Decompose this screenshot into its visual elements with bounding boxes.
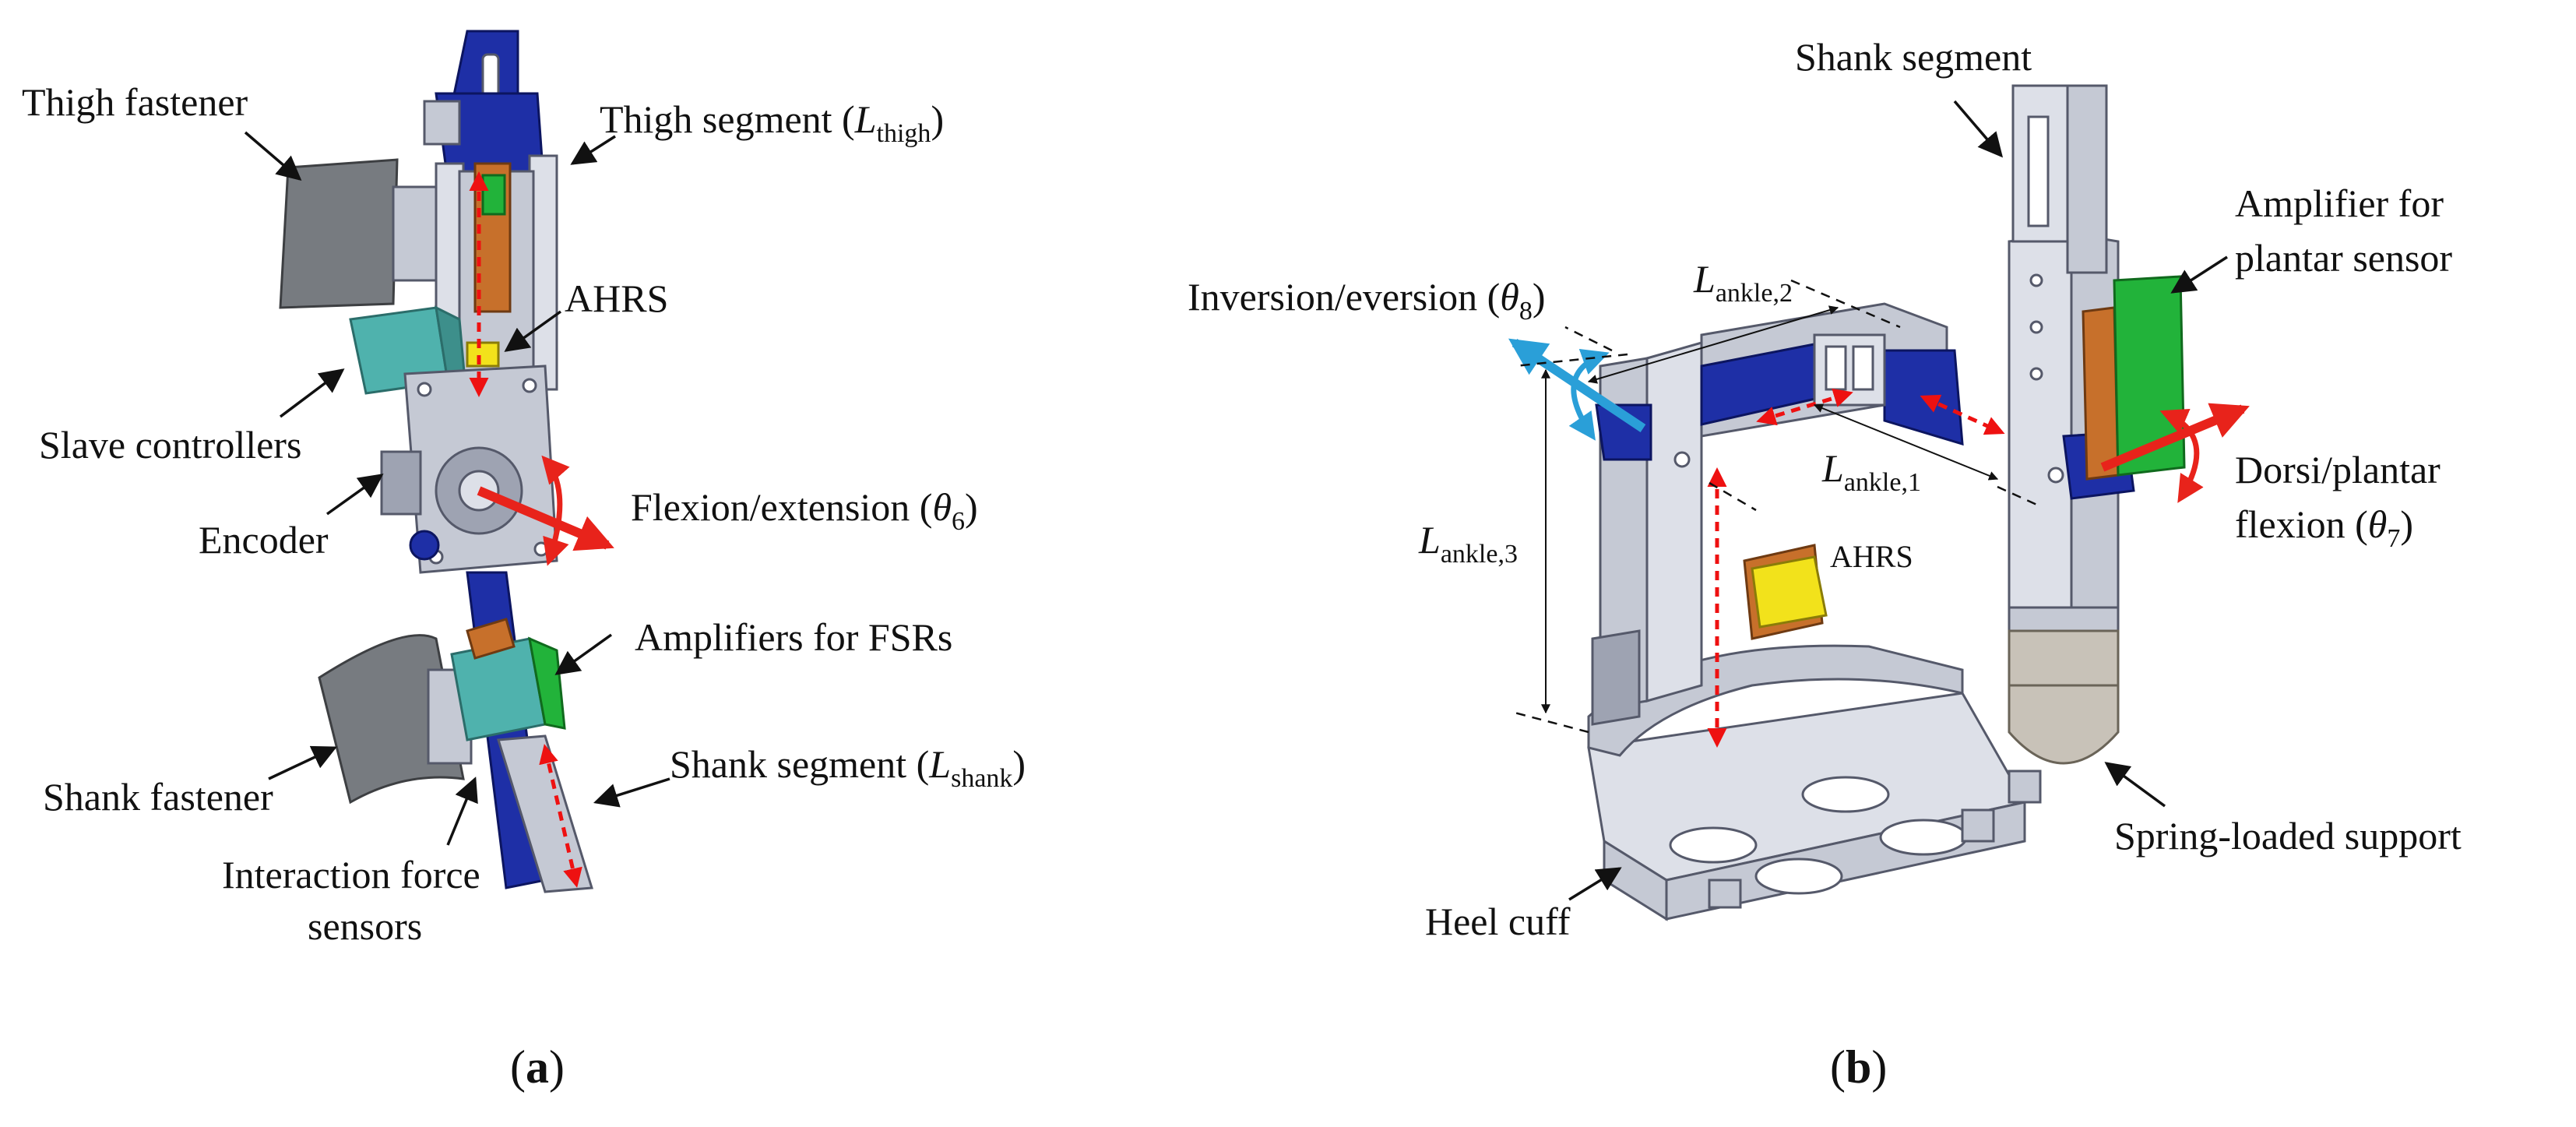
plantar-amplifier-copper xyxy=(2082,306,2120,481)
leader-thigh-segment xyxy=(570,135,616,165)
heel-clip xyxy=(1708,879,1742,909)
panel-a-illustration xyxy=(279,30,614,893)
heel-hole-2 xyxy=(1801,776,1890,813)
label-interaction-force-1: Interaction force xyxy=(222,853,480,896)
leader-shank-segment-b xyxy=(1953,100,2004,158)
leader-spring-support xyxy=(2104,762,2166,808)
encoder-blue-knob xyxy=(409,530,440,561)
label-amplifier-line1: Amplifier for xyxy=(2235,181,2444,225)
encoder-housing xyxy=(380,450,422,516)
heel-clip xyxy=(2008,770,2042,804)
dim-l-ankle2 xyxy=(1587,305,1839,384)
heel-hole-4 xyxy=(1879,819,1968,856)
flexion-rotation-arrow xyxy=(541,455,570,566)
thigh-green-board xyxy=(481,174,506,216)
shank-length-arrow xyxy=(539,744,582,888)
dim-ext-ankle1-left xyxy=(1709,481,1757,512)
label-dorsi-line2: flexion (θ7) xyxy=(2235,502,2413,553)
leader-ahrs-a xyxy=(504,310,562,352)
label-fsr-amplifiers: Amplifiers for FSRs xyxy=(635,615,952,659)
leader-heel-cuff xyxy=(1568,867,1622,901)
thigh-ahrs-chip xyxy=(466,341,500,368)
label-heel-cuff: Heel cuff xyxy=(1425,900,1571,943)
panel-b: Shank segment Amplifier for plantar sens… xyxy=(1188,35,2462,1093)
label-thigh-segment: Thigh segment (Lthigh) xyxy=(600,97,944,148)
fsr-amplifier-copper xyxy=(466,618,516,660)
left-upright-block xyxy=(1591,629,1641,726)
leader-slave-controllers xyxy=(279,368,345,418)
leader-encoder xyxy=(326,474,384,516)
dim-ext-ankle2-right xyxy=(1790,279,1901,329)
label-l-ankle3: Lankle,3 xyxy=(1418,518,1518,569)
leader-thigh-fastener xyxy=(244,131,302,181)
panel-a: Thigh fastener Thigh segment (Lthigh) AH… xyxy=(22,30,1026,1093)
heel-hole-1 xyxy=(1669,826,1758,864)
shank-segment-top-side xyxy=(2066,84,2108,274)
thigh-fastener-plate xyxy=(279,158,399,309)
dim-ext-ankle1-right xyxy=(1997,485,2041,508)
dorsi-rotation-arrow xyxy=(2159,408,2204,503)
leader-fsr-amplifiers xyxy=(554,633,613,675)
panel-b-illustration xyxy=(1508,84,2250,921)
leader-interaction-force xyxy=(446,777,478,846)
label-shank-segment-b: Shank segment xyxy=(1795,35,2032,79)
caption-b: (b) xyxy=(1830,1041,1887,1093)
bolt xyxy=(417,382,432,397)
bolt xyxy=(2047,467,2064,484)
right-upright-front xyxy=(2008,232,2073,617)
label-ahrs-b: AHRS xyxy=(1830,539,1913,574)
bolt xyxy=(522,378,537,393)
label-thigh-fastener: Thigh fastener xyxy=(22,80,248,124)
shank-slot xyxy=(2027,115,2050,227)
label-interaction-force-2: sensors xyxy=(308,904,422,948)
thigh-fastener-mount xyxy=(392,185,438,282)
left-blue-joint xyxy=(1595,403,1652,461)
label-dorsi-line1: Dorsi/plantar xyxy=(2235,448,2441,491)
bolt xyxy=(1673,451,1691,468)
crossbar-slot xyxy=(1852,345,1874,391)
label-amplifier-line2: plantar sensor xyxy=(2235,236,2452,280)
bolt xyxy=(2029,367,2043,381)
label-shank-segment: Shank segment (Lshank) xyxy=(670,742,1026,793)
leader-shank-fastener xyxy=(268,745,337,780)
fsr-amplifier-box xyxy=(450,637,547,741)
label-encoder: Encoder xyxy=(199,518,329,562)
ahrs-b-chip xyxy=(1751,555,1828,629)
label-shank-fastener: Shank fastener xyxy=(43,775,273,819)
label-flexion-extension: Flexion/extension (θ6) xyxy=(631,485,978,536)
leader-plantar-amplifier xyxy=(2170,255,2228,294)
crossbar-slot xyxy=(1825,345,1847,391)
dim-l-ankle1 xyxy=(1813,403,1999,481)
label-l-ankle2: Lankle,2 xyxy=(1693,257,1793,308)
heel-hole-3 xyxy=(1754,858,1843,895)
label-ahrs-a: AHRS xyxy=(565,276,668,320)
caption-a: (a) xyxy=(510,1041,565,1093)
dim-ext-bottom-left xyxy=(1514,711,1589,734)
left-upright-front xyxy=(1645,341,1703,703)
dim-ext-ankle2-left xyxy=(1564,326,1613,352)
leader-shank-segment xyxy=(593,777,670,808)
spring-collar xyxy=(2008,606,2120,632)
label-l-ankle1: Lankle,1 xyxy=(1821,446,1921,497)
thigh-clamp xyxy=(423,100,461,146)
label-slave-controllers: Slave controllers xyxy=(39,423,301,467)
label-spring-loaded-support: Spring-loaded support xyxy=(2114,814,2462,858)
label-inversion-eversion: Inversion/eversion (θ8) xyxy=(1188,275,1546,326)
bolt xyxy=(2029,320,2043,334)
spring-loaded-cylinder xyxy=(2008,629,2120,765)
heel-clip xyxy=(1961,808,1995,843)
bolt xyxy=(533,541,549,557)
bolt xyxy=(2029,273,2043,287)
